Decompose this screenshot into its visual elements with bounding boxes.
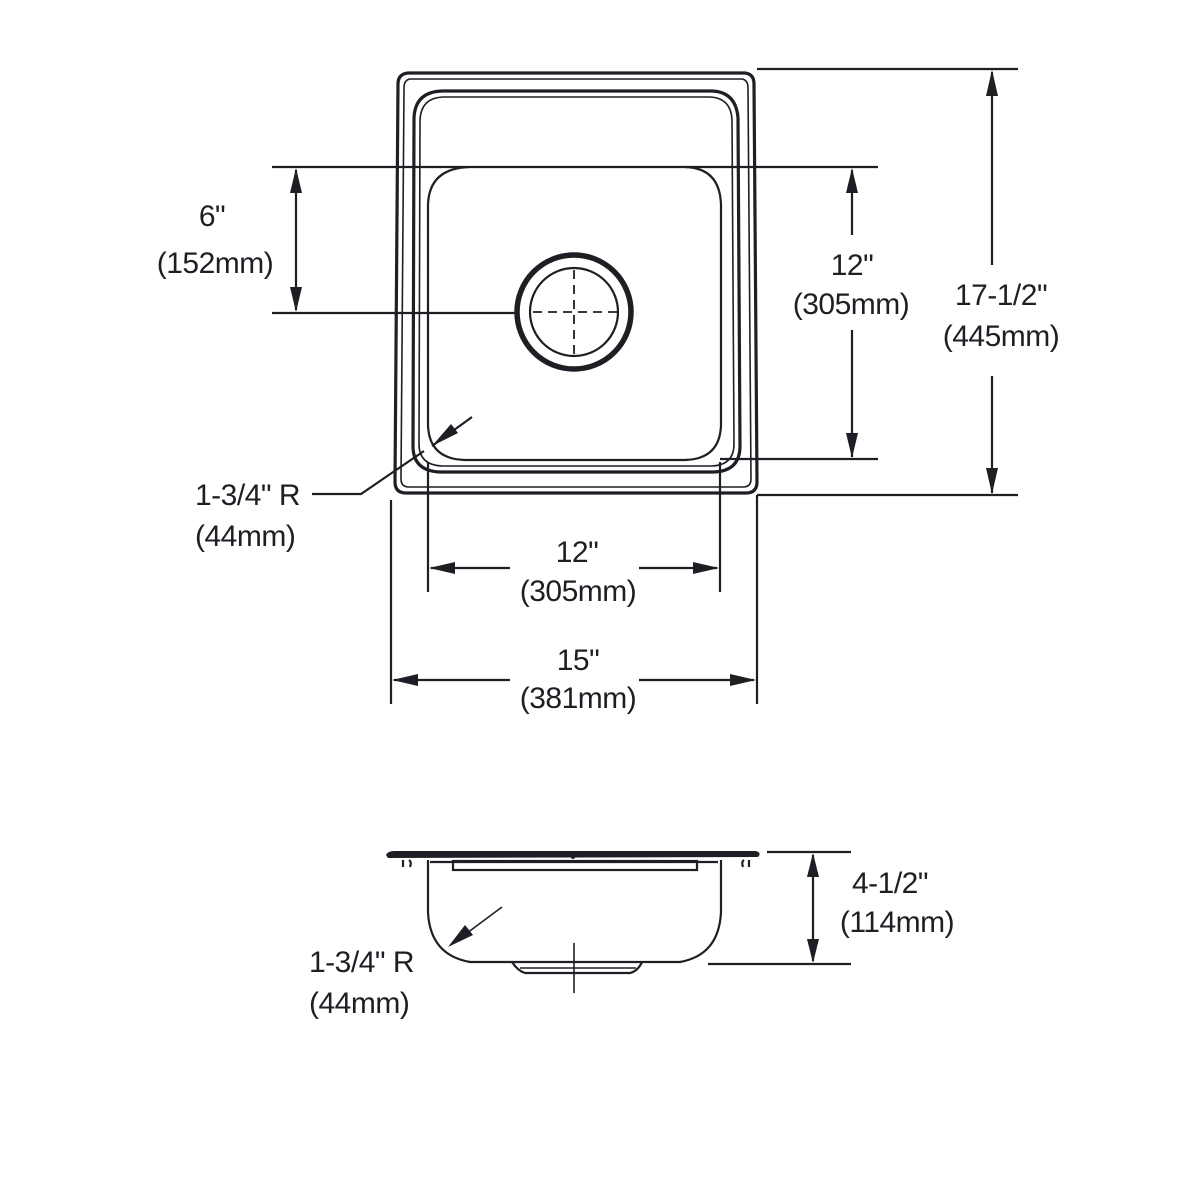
overall-width-metric: (381mm) xyxy=(520,682,637,715)
side-corner-radius-callout: 1-3/4" R (44mm) xyxy=(309,906,503,1020)
bowl-length-dimension: 12" (305mm) xyxy=(685,165,910,461)
sink-outer-rim xyxy=(393,71,759,495)
drain-offset-dimension: 6" (152mm) xyxy=(157,165,517,315)
drain-icon xyxy=(514,252,634,372)
side-corner-radius-metric: (44mm) xyxy=(309,987,409,1020)
side-corner-radius-imperial: 1-3/4" R xyxy=(309,946,414,979)
depth-dimension: 4-1/2" (114mm) xyxy=(708,850,955,966)
mounting-clip-right-icon xyxy=(741,859,751,868)
corner-radius-imperial: 1-3/4" R xyxy=(195,479,300,512)
bowl-length-metric: (305mm) xyxy=(793,288,910,321)
overall-length-dimension: 17-1/2" (445mm) xyxy=(755,67,1060,704)
bowl-width-dimension: 12" (305mm) xyxy=(426,462,722,608)
overall-width-dimension: 15" (381mm) xyxy=(389,500,756,715)
bowl-width-imperial: 12" xyxy=(556,536,599,569)
corner-radius-callout: 1-3/4" R (44mm) xyxy=(195,416,473,553)
overall-width-imperial: 15" xyxy=(557,644,600,677)
bowl-profile xyxy=(426,860,723,964)
side-view: 1-3/4" R (44mm) 4-1/2" (114mm) xyxy=(309,850,955,1020)
overall-length-imperial: 17-1/2" xyxy=(955,279,1047,312)
sink-inner-rim xyxy=(411,89,742,474)
corner-radius-metric: (44mm) xyxy=(195,520,295,553)
bowl-width-metric: (305mm) xyxy=(520,575,637,608)
drain-offset-metric: (152mm) xyxy=(157,247,274,280)
drain-offset-imperial: 6" xyxy=(199,200,225,233)
top-view: 6" (152mm) 12" (305mm) 17-1/2" (445mm) xyxy=(157,67,1060,715)
mounting-clip-left-icon xyxy=(401,859,412,868)
depth-imperial: 4-1/2" xyxy=(852,867,928,900)
depth-metric: (114mm) xyxy=(840,906,954,939)
drain-body xyxy=(511,961,644,975)
sink-flange xyxy=(386,851,760,872)
overall-length-metric: (445mm) xyxy=(943,320,1060,353)
bowl-outline xyxy=(426,165,723,462)
bowl-length-imperial: 12" xyxy=(831,249,874,282)
